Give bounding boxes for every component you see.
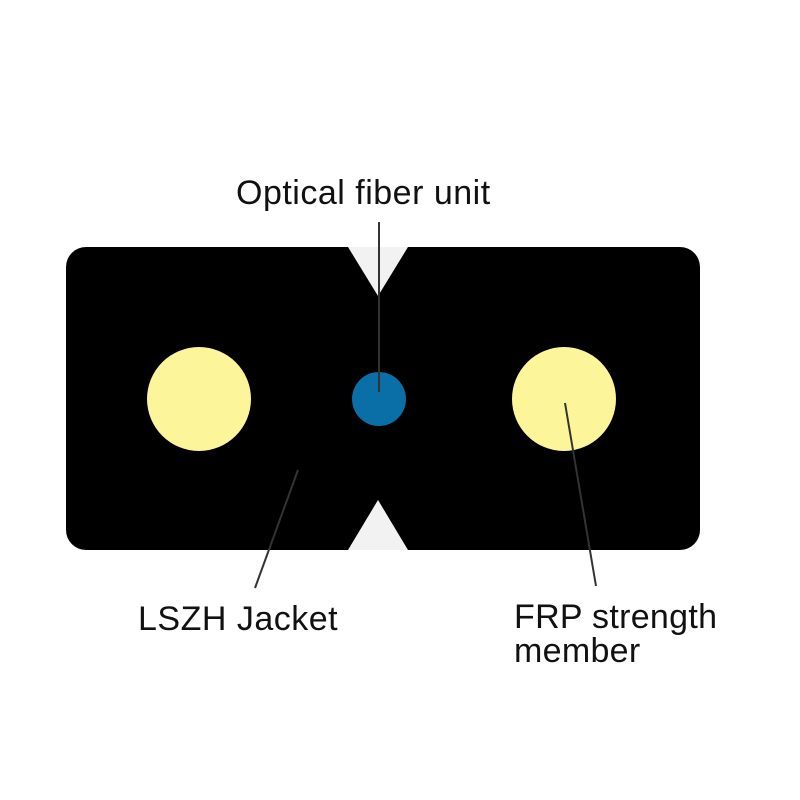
leader-line-frp <box>564 402 597 587</box>
frp-strength-member-right <box>512 347 616 451</box>
lszh-jacket-label: LSZH Jacket <box>138 600 339 638</box>
optical-fiber-unit <box>352 372 406 426</box>
bottom-notch <box>348 500 408 550</box>
frp-label-line-2: member <box>514 632 641 670</box>
frp-label-line-1: FRP strength <box>514 598 718 636</box>
frp-strength-member-left <box>147 347 251 451</box>
optical-fiber-unit-label: Optical fiber unit <box>236 174 491 212</box>
frp-strength-member-label: FRP strength member <box>514 600 717 668</box>
leader-line-jacket <box>254 469 299 589</box>
